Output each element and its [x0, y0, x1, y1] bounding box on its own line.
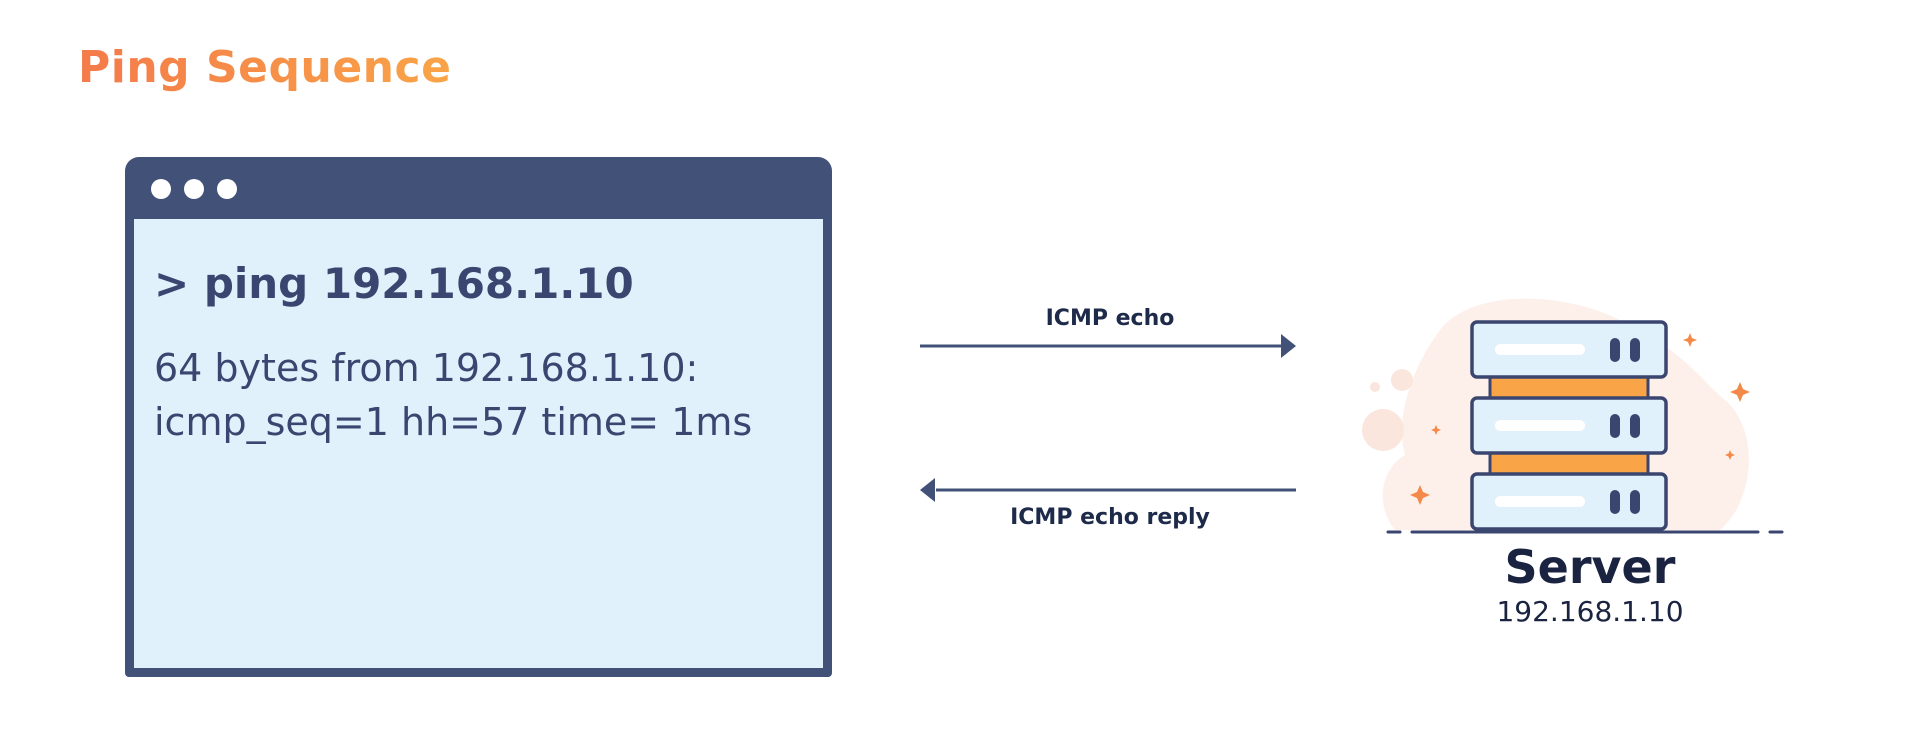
server-ip: 192.168.1.10 — [1496, 595, 1684, 628]
icmp-echo-arrow — [920, 334, 1296, 358]
diagram-title: Ping Sequence — [78, 42, 452, 93]
server-name: Server — [1504, 540, 1676, 594]
sparkle-icons — [1410, 333, 1750, 505]
server-icon — [1362, 298, 1784, 534]
icmp-echo-reply-arrow — [920, 478, 1296, 502]
window-controls — [151, 179, 237, 199]
window-dot-icon — [151, 179, 171, 199]
request-arrow-label: ICMP echo — [1045, 306, 1175, 331]
window-dot-icon — [184, 179, 204, 199]
ping-command: > ping 192.168.1.10 — [154, 259, 634, 308]
ping-output-line-1: 64 bytes from 192.168.1.10: — [154, 346, 699, 390]
window-dot-icon — [217, 179, 237, 199]
terminal-window: > ping 192.168.1.10 64 bytes from 192.16… — [125, 157, 832, 677]
reply-arrow-label: ICMP echo reply — [1010, 505, 1210, 530]
ping-output: 64 bytes from 192.168.1.10: icmp_seq=1 h… — [154, 341, 752, 449]
ping-output-line-2: icmp_seq=1 hh=57 time= 1ms — [154, 400, 753, 444]
terminal-screen: > ping 192.168.1.10 64 bytes from 192.16… — [134, 219, 823, 668]
